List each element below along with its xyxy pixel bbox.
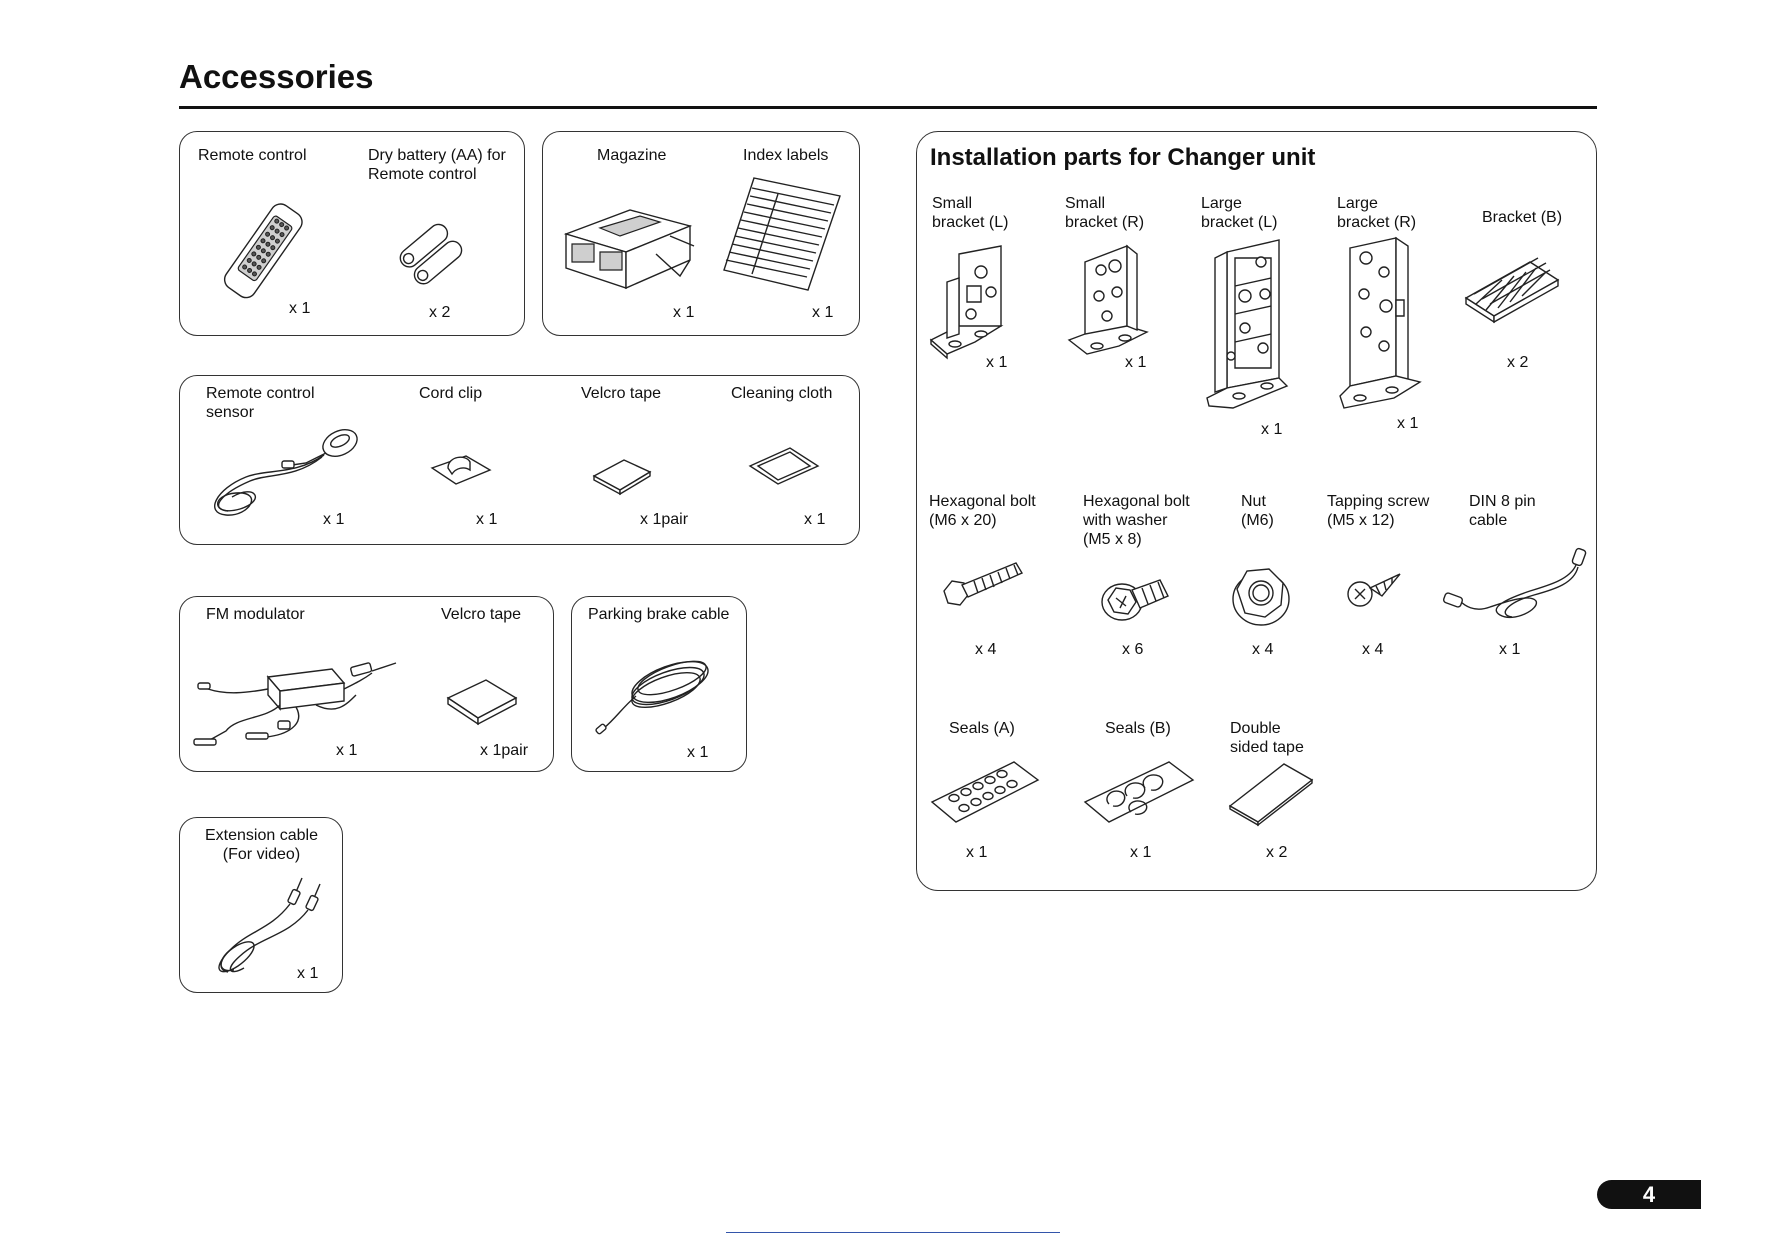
item-label-magazine: Magazine xyxy=(597,147,667,164)
seals-a-icon xyxy=(930,758,1040,828)
part-qty-bracket-b: x 2 xyxy=(1507,354,1529,371)
double-sided-tape-icon xyxy=(1228,762,1316,826)
item-label-remote-control: Remote control xyxy=(198,147,307,164)
item-label-cord-clip: Cord clip xyxy=(419,385,483,402)
seals-b-icon xyxy=(1083,758,1195,828)
sensor-icon xyxy=(206,425,361,525)
part-qty-seals-b: x 1 xyxy=(1130,844,1152,861)
part-qty-seals-a: x 1 xyxy=(966,844,988,861)
accessory-box-sensor xyxy=(179,375,860,545)
small-bracket-icon xyxy=(925,242,1020,362)
item-label-velcro-tape: Velcro tape xyxy=(581,385,662,402)
part-label-hex-bolt-washer: Hexagonal bolt with washer (M5 x 8) xyxy=(1083,493,1190,548)
accessory-box-parking-brake xyxy=(571,596,747,772)
item-qty-extension-cable: x 1 xyxy=(297,965,319,982)
item-label-battery: Dry battery (AA) for Remote control xyxy=(368,147,506,183)
part-label-nut: Nut (M6) xyxy=(1241,493,1274,529)
installation-title: Installation parts for Changer unit xyxy=(930,144,1316,171)
part-label-large-bracket-r: Large bracket (R) xyxy=(1337,195,1417,231)
extension-cable-icon xyxy=(200,870,330,980)
item-qty-battery: x 2 xyxy=(429,304,451,321)
part-qty-large-bracket-r: x 1 xyxy=(1397,415,1419,432)
din-cable-icon xyxy=(1440,545,1590,630)
hex-bolt-washer-icon xyxy=(1098,566,1170,626)
part-label-double-sided-tape: Double sided tape xyxy=(1230,720,1304,756)
velcro-tape-icon xyxy=(592,456,652,496)
tapping-screw-icon xyxy=(1346,570,1404,614)
large-bracket-icon xyxy=(1336,236,1426,416)
part-qty-hex-bolt: x 4 xyxy=(975,641,997,658)
item-qty-cord-clip: x 1 xyxy=(476,511,498,528)
item-label-extension-cable: Extension cable (For video) xyxy=(205,827,318,863)
part-label-seals-a: Seals (A) xyxy=(949,720,1015,737)
part-qty-large-bracket-l: x 1 xyxy=(1261,421,1283,438)
magazine-icon xyxy=(560,196,700,296)
part-qty-small-bracket-l: x 1 xyxy=(986,354,1008,371)
item-label-cleaning-cloth: Cleaning cloth xyxy=(731,385,833,402)
title-rule xyxy=(179,106,1597,109)
item-qty-fm-modulator: x 1 xyxy=(336,742,358,759)
item-label-parking-brake: Parking brake cable xyxy=(588,606,730,623)
item-qty-magazine: x 1 xyxy=(673,304,695,321)
part-label-bracket-b: Bracket (B) xyxy=(1482,209,1563,226)
item-label-velcro-tape-2: Velcro tape xyxy=(441,606,522,623)
item-qty-velcro-tape: x 1pair xyxy=(640,511,689,528)
part-label-tapping-screw: Tapping screw (M5 x 12) xyxy=(1327,493,1430,529)
part-qty-double-sided-tape: x 2 xyxy=(1266,844,1288,861)
item-qty-remote-control: x 1 xyxy=(289,300,311,317)
part-label-large-bracket-l: Large bracket (L) xyxy=(1201,195,1278,231)
part-label-small-bracket-r: Small bracket (R) xyxy=(1065,195,1145,231)
nut-icon xyxy=(1225,559,1295,629)
item-label-index-labels: Index labels xyxy=(743,147,829,164)
small-bracket-icon xyxy=(1065,242,1160,362)
battery-icon xyxy=(396,225,471,285)
item-qty-index-labels: x 1 xyxy=(812,304,834,321)
index-labels-icon xyxy=(720,174,845,294)
part-label-din-cable: DIN 8 pin cable xyxy=(1469,493,1536,529)
part-qty-tapping-screw: x 4 xyxy=(1362,641,1384,658)
cable-coil-icon xyxy=(596,652,716,742)
part-label-hex-bolt: Hexagonal bolt (M6 x 20) xyxy=(929,493,1036,529)
part-qty-small-bracket-r: x 1 xyxy=(1125,354,1147,371)
item-label-sensor: Remote control sensor xyxy=(206,385,315,421)
bracket-b-icon xyxy=(1462,258,1562,333)
fm-modulator-icon xyxy=(196,655,411,755)
hex-bolt-icon xyxy=(938,555,1023,615)
large-bracket-icon xyxy=(1203,238,1293,418)
velcro-tape-icon xyxy=(446,676,518,726)
part-qty-nut: x 4 xyxy=(1252,641,1274,658)
item-qty-velcro-tape-2: x 1pair xyxy=(480,742,529,759)
part-qty-din-cable: x 1 xyxy=(1499,641,1521,658)
part-qty-hex-bolt-washer: x 6 xyxy=(1122,641,1144,658)
item-qty-cleaning-cloth: x 1 xyxy=(804,511,826,528)
item-label-fm-modulator: FM modulator xyxy=(206,606,305,623)
page-number: 4 xyxy=(1597,1180,1701,1209)
remote-control-icon xyxy=(205,195,320,310)
item-qty-sensor: x 1 xyxy=(323,511,345,528)
part-label-seals-b: Seals (B) xyxy=(1105,720,1171,737)
footer-rule xyxy=(726,1232,1060,1233)
page-title: Accessories xyxy=(179,58,374,95)
part-label-small-bracket-l: Small bracket (L) xyxy=(932,195,1009,231)
accessory-box-remote xyxy=(179,131,525,336)
cord-clip-icon xyxy=(430,452,492,488)
item-qty-parking-brake: x 1 xyxy=(687,744,709,761)
cleaning-cloth-icon xyxy=(748,446,820,486)
